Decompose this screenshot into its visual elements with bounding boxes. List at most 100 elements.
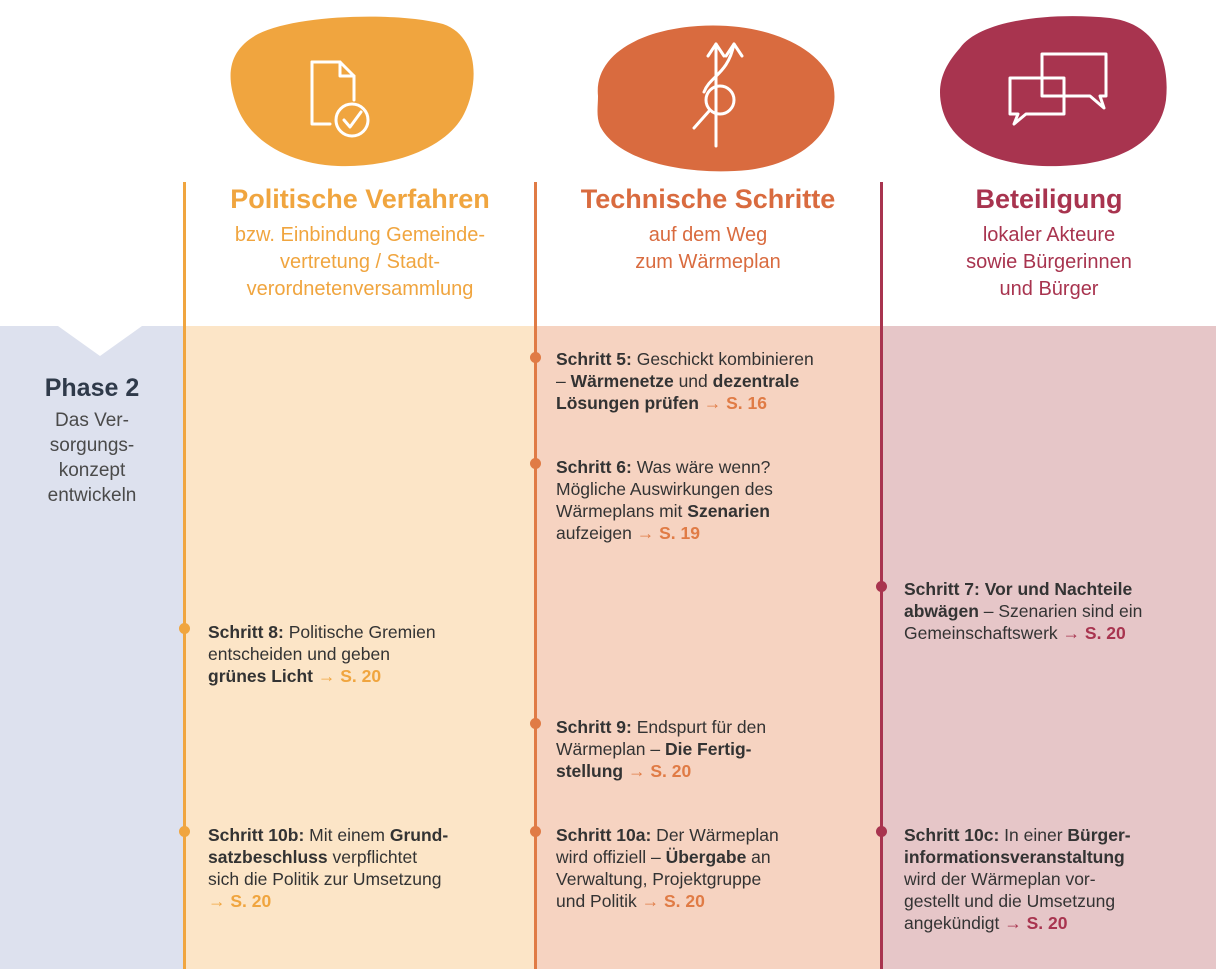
step-text: Was wäre wenn?	[631, 457, 771, 477]
step-text: an	[746, 847, 771, 867]
speech-bubbles-icon	[1008, 52, 1108, 126]
step-bold: abwägen	[904, 601, 979, 621]
phase-band	[0, 326, 184, 969]
band-technische	[536, 326, 881, 969]
page-reference: → S. 19	[631, 523, 700, 543]
step-text: –	[556, 371, 571, 391]
page-reference: → S. 20	[636, 891, 705, 911]
step-text: Geschickt kombinieren	[631, 349, 814, 369]
column-subtitle: bzw. Einbindung Gemeinde- vertretung / S…	[190, 222, 530, 303]
step-text: Verwaltung, Projektgruppe	[556, 869, 762, 889]
phase-label: Phase 2 Das Ver- sorgungs- konzept entwi…	[0, 372, 184, 508]
step-bold: Die Fertig-	[664, 739, 752, 759]
page-reference: → S. 20	[999, 913, 1068, 933]
step-marker-s8	[179, 623, 190, 634]
timeline-technische	[534, 182, 537, 969]
step-text: Mit einem	[304, 825, 390, 845]
band-beteiligung	[882, 326, 1216, 969]
step-text: In einer	[999, 825, 1068, 845]
step-text: und Politik	[556, 891, 637, 911]
blob-technische	[597, 25, 835, 172]
column-title: Technische Schritte	[580, 184, 836, 214]
subtitle-line: sowie Bürgerinnen	[966, 251, 1132, 273]
step-text: und	[673, 371, 713, 391]
subtitle-line: vertretung / Stadt-	[279, 251, 441, 273]
document-check-icon	[310, 60, 370, 138]
subtitle-line: bzw. Einbindung Gemeinde-	[234, 224, 486, 246]
step-label: Schritt 6:	[556, 457, 632, 477]
step-label: Schritt 5:	[556, 349, 632, 369]
step-bold: Übergabe	[665, 847, 747, 867]
phase-description: Das Ver- sorgungs- konzept entwickeln	[0, 408, 184, 508]
step-marker-s7	[876, 581, 887, 592]
step-bold: Grund-	[389, 825, 449, 845]
blob-beteiligung	[940, 16, 1167, 167]
step-marker-s5	[530, 352, 541, 363]
column-header-beteiligung: Beteiligung lokaler Akteure sowie Bürger…	[886, 182, 1212, 303]
step-10a: Schritt 10a: Der Wärmeplan wird offiziel…	[556, 824, 876, 912]
step-label: Schritt 8:	[208, 622, 284, 642]
page-reference: → S. 20	[208, 891, 272, 911]
step-bold: Lösungen prüfen	[556, 393, 699, 413]
step-bold: dezentrale	[712, 371, 800, 391]
phase-desc-line: Das Ver-	[55, 410, 129, 431]
step-8: Schritt 8: Politische Gremien entscheide…	[208, 621, 528, 687]
page-reference: → S. 16	[698, 393, 767, 413]
step-label: Schritt 9:	[556, 717, 632, 737]
column-title: Politische Verfahren	[230, 184, 490, 214]
subtitle-line: lokaler Akteure	[982, 224, 1116, 246]
step-bold: Szenarien	[687, 501, 770, 521]
timeline-beteiligung	[880, 182, 883, 969]
step-marker-s10b	[179, 826, 190, 837]
step-bold: stellung	[556, 761, 624, 781]
step-6: Schritt 6: Was wäre wenn? Mögliche Auswi…	[556, 456, 876, 544]
step-text: Endspurt für den	[631, 717, 767, 737]
magnifier-arrows-icon	[692, 42, 744, 148]
step-text: Wärmeplan –	[556, 739, 665, 759]
step-text: verpflichtet	[327, 847, 418, 867]
subtitle-line: und Bürger	[999, 278, 1099, 300]
timeline-politische	[183, 182, 186, 969]
column-subtitle: lokaler Akteure sowie Bürgerinnen und Bü…	[886, 222, 1212, 303]
step-9: Schritt 9: Endspurt für den Wärmeplan – …	[556, 716, 876, 782]
band-politische	[185, 326, 535, 969]
step-marker-s10a	[530, 826, 541, 837]
step-label: Schritt 10c:	[904, 825, 1000, 845]
page-reference: → S. 20	[1057, 623, 1126, 643]
column-header-technische: Technische Schritte auf dem Weg zum Wärm…	[540, 182, 876, 276]
step-text: Wärmeplans mit	[556, 501, 688, 521]
phase-chevron	[0, 326, 184, 356]
step-10b: Schritt 10b: Mit einem Grund- satzbeschl…	[208, 824, 528, 912]
column-subtitle: auf dem Weg zum Wärmeplan	[540, 222, 876, 276]
phase-desc-line: entwickeln	[47, 485, 137, 506]
page-reference: → S. 20	[623, 761, 692, 781]
step-text: aufzeigen	[556, 523, 632, 543]
phase-desc-line: konzept	[58, 460, 126, 481]
step-label: Schritt 10a:	[556, 825, 652, 845]
step-text: gestellt und die Umsetzung	[904, 891, 1116, 911]
step-text: angekündigt	[904, 913, 1000, 933]
step-label: Schritt 7: Vor und Nachteile	[904, 579, 1133, 599]
phase-desc-line: sorgungs-	[49, 435, 135, 456]
step-label: Schritt 10b:	[208, 825, 305, 845]
step-text: Gemeinschaftswerk	[904, 623, 1058, 643]
step-text: Mögliche Auswirkungen des	[556, 479, 773, 499]
step-text: wird der Wärmeplan vor-	[904, 869, 1096, 889]
phase-title: Phase 2	[44, 374, 140, 402]
step-text: – Szenarien sind ein	[978, 601, 1143, 621]
step-text: sich die Politik zur Umsetzung	[208, 869, 442, 889]
step-5: Schritt 5: Geschickt kombinieren – Wärme…	[556, 348, 876, 414]
step-bold: grünes Licht	[208, 666, 314, 686]
column-title: Beteiligung	[975, 184, 1123, 214]
step-text: Politische Gremien	[283, 622, 436, 642]
step-marker-s6	[530, 458, 541, 469]
step-marker-s9	[530, 718, 541, 729]
step-bold: Wärmenetze	[570, 371, 674, 391]
step-bold: informationsveranstaltung	[904, 847, 1125, 867]
column-header-politische: Politische Verfahren bzw. Einbindung Gem…	[190, 182, 530, 303]
step-text: Der Wärmeplan	[651, 825, 779, 845]
step-bold: satzbeschluss	[208, 847, 328, 867]
subtitle-line: zum Wärmeplan	[635, 251, 781, 273]
step-text: entscheiden und geben	[208, 644, 390, 664]
subtitle-line: verordnetenversammlung	[246, 278, 474, 300]
